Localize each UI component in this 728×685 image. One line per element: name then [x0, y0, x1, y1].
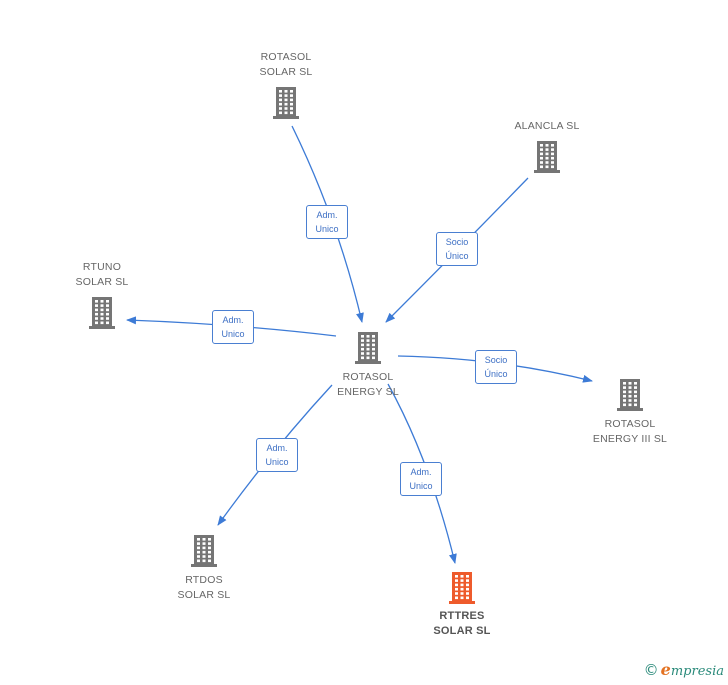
node-label-alancla[interactable]: ALANCLA SL: [477, 119, 617, 134]
node-label-line: ALANCLA SL: [514, 120, 580, 132]
edge-label-line: Adm.: [266, 443, 288, 453]
node-label-rtuno[interactable]: RTUNO SOLAR SL: [32, 260, 172, 290]
node-label-line: ENERGY SL: [337, 386, 399, 398]
edge-label-rotasol_energy-to-rtuno[interactable]: Adm. Unico: [212, 310, 254, 344]
node-label-line: ENERGY III SL: [592, 433, 668, 445]
edge-label-line: Unico: [265, 457, 289, 467]
edge-label-line: Unico: [221, 329, 245, 339]
edge-label-line: Adm.: [316, 210, 338, 220]
edge-label-line: Adm.: [222, 315, 244, 325]
node-label-line: SOLAR SL: [259, 66, 313, 78]
edge-label-line: Único: [445, 251, 469, 261]
building-icon-rttres[interactable]: [449, 572, 475, 604]
node-label-rotasol_energy_iii[interactable]: ROTASOL ENERGY III SL: [560, 417, 700, 447]
edge-label-line: Socio: [484, 355, 508, 365]
node-label-line: SOLAR SL: [433, 625, 491, 637]
nodes-layer: [89, 87, 643, 604]
edge-label-line: Unico: [409, 481, 433, 491]
copyright-icon: ©: [643, 661, 659, 679]
node-label-line: RTUNO: [82, 261, 122, 273]
node-label-line: SOLAR SL: [75, 276, 129, 288]
empresia-logo-text: mpresia: [670, 664, 724, 679]
building-icon-rtuno[interactable]: [89, 297, 115, 329]
edge-label-rotasol_solar-to-rotasol_energy[interactable]: Adm. Unico: [306, 205, 348, 239]
node-label-rtdos[interactable]: RTDOS SOLAR SL: [134, 573, 274, 603]
building-icon-rotasol_energy[interactable]: [355, 332, 381, 364]
node-label-rttres[interactable]: RTTRES SOLAR SL: [392, 609, 532, 639]
node-label-line: RTDOS: [185, 574, 223, 586]
node-label-line: ROTASOL: [342, 371, 394, 383]
node-label-line: RTTRES: [439, 610, 485, 622]
building-icon-rotasol_solar[interactable]: [273, 87, 299, 119]
node-label-rotasol_solar[interactable]: ROTASOL SOLAR SL: [216, 50, 356, 80]
edge-label-line: Unico: [315, 224, 339, 234]
building-icon-rtdos[interactable]: [191, 535, 217, 567]
node-label-line: ROTASOL: [604, 418, 656, 430]
node-label-rotasol_energy[interactable]: ROTASOL ENERGY SL: [298, 370, 438, 400]
empresia-logo-initial: e: [660, 660, 671, 679]
edge-label-line: Adm.: [410, 467, 432, 477]
edge-label-rotasol_energy-to-rtdos[interactable]: Adm. Unico: [256, 438, 298, 472]
edge-label-line: Socio: [445, 237, 469, 247]
node-label-line: SOLAR SL: [177, 589, 231, 601]
edge-label-line: Único: [484, 369, 508, 379]
building-icon-alancla[interactable]: [534, 141, 560, 173]
edge-label-rotasol_energy-to-rttres[interactable]: Adm. Unico: [400, 462, 442, 496]
empresia-brand[interactable]: ©empresia: [644, 660, 724, 679]
node-label-line: ROTASOL: [260, 51, 312, 63]
building-icon-rotasol_energy_iii[interactable]: [617, 379, 643, 411]
